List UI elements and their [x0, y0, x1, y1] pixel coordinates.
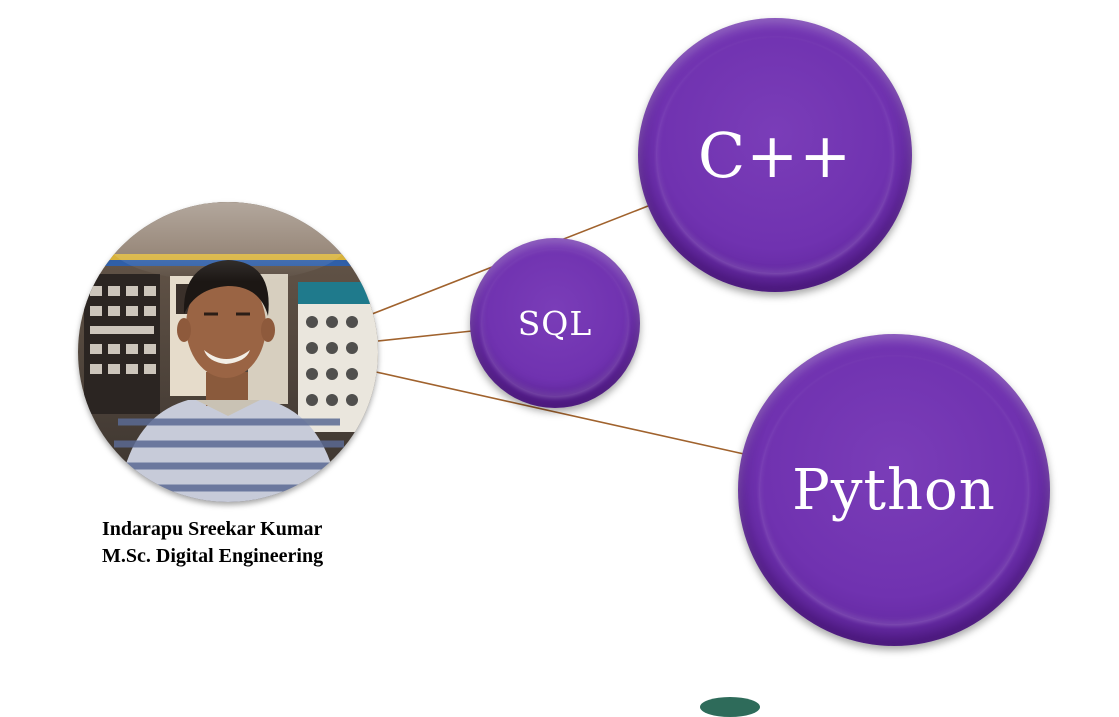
skill-bubble-python[interactable]: Python	[738, 334, 1050, 646]
decorative-shape	[700, 697, 760, 717]
skill-label-python: Python	[792, 457, 996, 523]
person-degree: M.Sc. Digital Engineering	[102, 545, 324, 567]
skill-bubble-cpp[interactable]: C++	[638, 18, 912, 292]
skill-bubble-sql[interactable]: SQL	[470, 238, 640, 408]
skill-label-sql: SQL	[517, 303, 593, 343]
connector-to-sql	[377, 330, 473, 342]
person-caption: Indarapu Sreekar Kumar M.Sc. Digital Eng…	[102, 516, 422, 570]
person-name: Indarapu Sreekar Kumar	[102, 518, 323, 540]
profile-photo	[78, 202, 378, 502]
connector-to-python	[375, 371, 745, 455]
skill-label-cpp: C++	[697, 118, 853, 192]
skills-diagram: Indarapu Sreekar Kumar M.Sc. Digital Eng…	[78, 18, 1050, 717]
